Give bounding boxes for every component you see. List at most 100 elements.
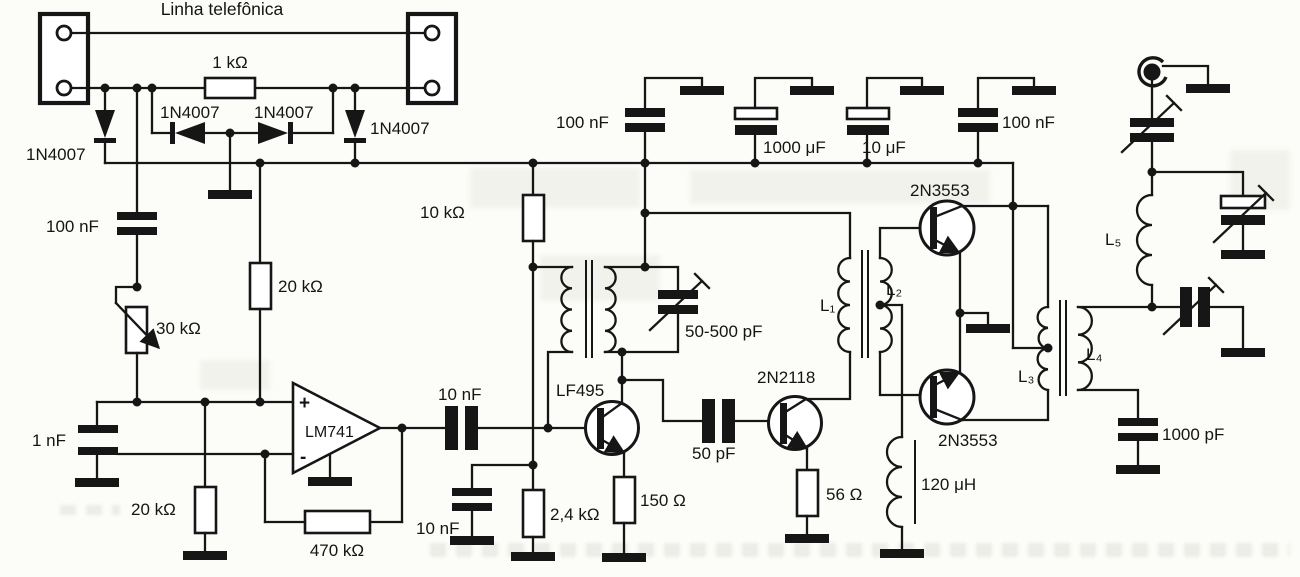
pa-feed-wires: [960, 161, 1050, 422]
power-rail: [103, 158, 1015, 168]
cap-100nf-supply-1: 100 nF: [556, 76, 724, 165]
diode-1n4007-mid-right: 1N4007: [228, 86, 335, 144]
ground-symbol: [900, 86, 944, 95]
ground-symbol: [966, 324, 1010, 333]
label-2n3553-bottom: 2N3553: [938, 431, 998, 450]
bridge-rectifier: 1N4007 1N4007 1N4007: [26, 86, 430, 199]
ground-symbol: [1116, 465, 1160, 474]
choke-120uh: 120 μH: [880, 435, 976, 558]
l1-l2-transformer: L₁ L₂: [643, 211, 932, 439]
ground-symbol: [450, 536, 494, 545]
label-120uh: 120 μH: [921, 475, 976, 494]
ground-symbol: [680, 86, 724, 95]
ground-symbol: [1012, 86, 1056, 95]
label-d-right: 1N4007: [370, 119, 430, 138]
label-supply-c2: 1000 μF: [763, 138, 826, 157]
transistor-2n2118: 2N2118 56 Ω: [757, 350, 862, 543]
label-input-cap: 100 nF: [46, 217, 99, 236]
terminal-left-bottom: [55, 79, 73, 97]
label-l1: L₁: [820, 296, 835, 315]
label-2n2118: 2N2118: [757, 368, 815, 387]
cap-1nf: 1 nF: [32, 400, 119, 487]
terminal-right-top: [423, 24, 441, 42]
label-l2: L₂: [886, 280, 902, 299]
label-1nf: 1 nF: [32, 431, 66, 450]
pa-emitter-ground: [955, 308, 1010, 333]
label-lf495: LF495: [556, 381, 604, 400]
ground-symbol: [208, 190, 252, 199]
label-lm741: LM741: [305, 424, 354, 441]
label-2k4: 2,4 kΩ: [550, 505, 600, 524]
label-50pf: 50 pF: [692, 444, 735, 463]
resistor-470k-feedback: 470 kΩ: [263, 423, 447, 560]
terminal-right-bottom: [423, 79, 441, 97]
pot-30k: 30 kΩ: [114, 285, 201, 404]
label-2n3553-top: 2N3553: [910, 181, 970, 200]
ground-symbol: [1221, 250, 1265, 259]
label-10k: 10 kΩ: [420, 203, 465, 222]
ground-symbol: [790, 86, 834, 95]
ground-symbol: [308, 477, 352, 486]
resistor-20k-top: 20 kΩ: [248, 161, 323, 404]
trimmer-50-500pf: 50-500 pF: [620, 265, 763, 354]
terminal-left-top: [55, 24, 73, 42]
resistor-1k: 1 kΩ: [203, 53, 257, 100]
label-supply-c1: 100 nF: [556, 113, 609, 132]
ground-symbol: [511, 552, 555, 561]
transistor-lf495: LF495 150 Ω: [556, 350, 686, 562]
phone-line-title: Linha telefônica: [161, 0, 284, 19]
label-20k-top: 20 kΩ: [278, 277, 323, 296]
transistor-2n3553-bottom: 2N3553: [918, 311, 998, 450]
input-cap-100nf: 100 nF: [46, 86, 157, 292]
label-pot-30k: 30 kΩ: [156, 319, 201, 338]
label-l5: L₅: [1105, 230, 1121, 249]
label-150: 150 Ω: [640, 491, 686, 510]
diode-1n4007-left: 1N4007: [26, 86, 116, 165]
label-d-left: 1N4007: [26, 145, 86, 164]
l3-l4-transformer: L₃ L₄: [1018, 300, 1102, 396]
opamp-plus: +: [299, 393, 310, 414]
cap-1000uf: 1000 μF: [733, 76, 834, 165]
bridge-center-ground: [208, 128, 252, 199]
opamp-minus: -: [300, 447, 306, 468]
coil-l5: L₅: [1076, 170, 1157, 312]
label-56: 56 Ω: [826, 485, 862, 504]
cap-1000pf: 1000 pF: [1076, 388, 1224, 474]
resistor-10k: 10 kΩ: [420, 161, 546, 467]
bias-network: 10 nF 2,4 kΩ: [416, 460, 600, 561]
label-supply-c3: 10 μF: [862, 138, 906, 157]
ground-symbol: [75, 478, 119, 487]
ground-symbol: [785, 534, 829, 543]
label-10nf-bypass: 10 nF: [416, 519, 459, 538]
diode-1n4007-right: 1N4007: [344, 86, 430, 165]
cap-10nf-coupling: 10 nF: [438, 385, 599, 450]
label-470k: 470 kΩ: [310, 541, 364, 560]
transistor-2n3553-top: 2N3553: [910, 181, 976, 315]
resistor-56: 56 Ω: [785, 446, 862, 543]
antenna-jack: [1137, 56, 1230, 93]
label-1k: 1 kΩ: [212, 53, 247, 72]
cap-50pf: 50 pF: [620, 378, 782, 463]
supply-caps: 100 nF 1000 μF 10 μF: [556, 76, 1056, 165]
label-10nf-coupling: 10 nF: [438, 385, 481, 404]
diode-1n4007-mid-left: 1N4007: [150, 86, 232, 144]
phone-line-section: Linha telefônica 1 kΩ: [37, 0, 459, 106]
opamp-lm741: + - LM741: [291, 380, 383, 486]
trimmer-loading: [1150, 170, 1275, 259]
ground-symbol: [602, 553, 646, 562]
trimmer-antenna: [1120, 78, 1183, 177]
cap-10nf-bypass: 10 nF: [416, 463, 535, 545]
resistor-150: 150 Ω: [602, 450, 686, 562]
ground-symbol: [880, 549, 924, 558]
resistor-2k4: 2,4 kΩ: [511, 463, 600, 561]
ground-symbol: [183, 551, 227, 560]
ground-symbol: [1221, 348, 1265, 357]
resistor-20k-bottom: 20 kΩ: [131, 400, 227, 560]
trimmer-output: [1150, 276, 1265, 357]
label-l3: L₃: [1018, 367, 1034, 386]
label-50-500pf: 50-500 pF: [685, 322, 763, 341]
label-20k-bottom: 20 kΩ: [131, 500, 176, 519]
cap-100nf-supply-2: 100 nF: [958, 76, 1056, 165]
